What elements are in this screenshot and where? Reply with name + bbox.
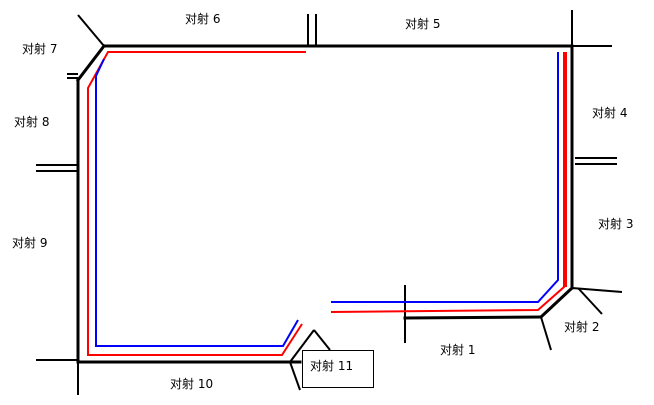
red-route-right	[330, 52, 565, 313]
beam-label-3: 对射 3	[598, 217, 634, 231]
beam-label-6: 对射 6	[185, 12, 221, 26]
beam-label-2: 对射 2	[564, 320, 600, 334]
beam-label-5: 对射 5	[405, 17, 441, 31]
post-1-2-a	[540, 316, 552, 351]
beam-post-markers	[36, 10, 623, 395]
red-route-main	[87, 51, 306, 356]
post-10-11-a	[289, 361, 301, 391]
post-6-7-diag	[77, 14, 105, 47]
wall-right-corner	[538, 285, 575, 320]
post-2-3-b	[577, 287, 603, 315]
wall-bottom-right	[403, 315, 543, 320]
blue-route-right	[331, 52, 559, 303]
blue-route-main	[95, 58, 299, 347]
label-11-box	[302, 350, 374, 388]
post-10-11-c	[313, 329, 331, 351]
beam-label-1: 对射 1	[440, 343, 476, 357]
beam-label-10: 对射 10	[170, 377, 214, 391]
beam-label-4: 对射 4	[592, 106, 628, 120]
perimeter-walls	[75, 43, 575, 364]
post-2-3-a	[571, 287, 623, 293]
beam-label-11: 对射 11	[310, 359, 354, 373]
beam-label-7: 对射 7	[22, 42, 58, 56]
beam-label-9: 对射 9	[12, 236, 48, 250]
wall-left-corner	[75, 43, 107, 83]
beam-label-8: 对射 8	[14, 115, 50, 129]
post-10-11-b	[289, 329, 315, 363]
